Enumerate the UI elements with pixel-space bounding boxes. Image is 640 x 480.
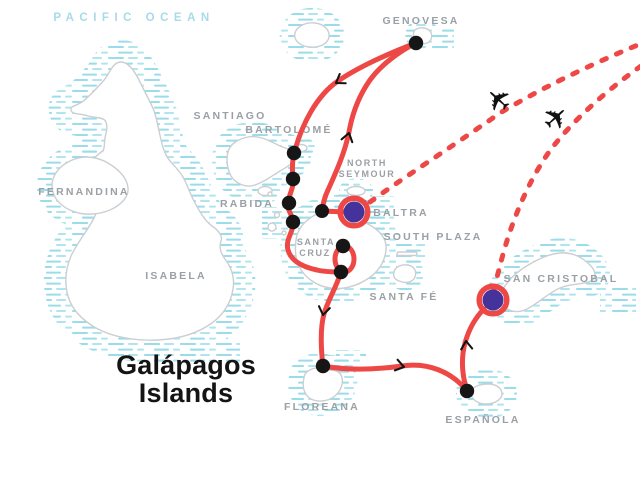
islet — [267, 222, 277, 232]
island-shape-espanola — [470, 383, 503, 405]
island-label-south-plaza: SOUTH PLAZA — [384, 231, 483, 243]
island-label-san-cristobal: SAN CRISTOBAL — [504, 273, 619, 285]
arrow-to-espanola — [393, 358, 406, 372]
island-label-santa-cruz-line1: SANTA — [297, 237, 335, 247]
island-label-fernandina: FERNANDINA — [38, 186, 129, 198]
airport-ring-san-cristobal — [476, 283, 510, 317]
island-label-santa-fe: SANTA FÉ — [370, 290, 439, 303]
stop-dot-rabida — [281, 195, 297, 211]
islet — [273, 211, 281, 219]
island-label-bartolome: BARTOLOMÉ — [245, 123, 332, 136]
airport-marker-baltra — [343, 201, 365, 223]
route-stops — [281, 35, 475, 399]
stop-dot-genovesa — [408, 35, 424, 51]
island-label-genovesa: GENOVESA — [382, 15, 459, 27]
island-label-espanola: ESPAÑOLA — [445, 413, 520, 426]
map-title: Galápagos Islands — [116, 350, 256, 408]
island-label-north-seymour-line1: NORTH — [347, 158, 387, 168]
island-label-rabida: RABIDA — [220, 198, 274, 210]
stop-dot-bartolome — [286, 145, 302, 161]
arrow-to-genovesa — [340, 131, 354, 144]
island-shape-santa-fe — [392, 264, 417, 284]
arrow-to-san-cristobal — [460, 339, 474, 351]
stop-dot-espanola — [459, 383, 475, 399]
plane-icon-departure: ✈ — [535, 96, 578, 139]
airport-marker-san-cristobal — [482, 289, 504, 311]
island-label-baltra: BALTRA — [373, 207, 429, 219]
plane-icons: ✈ ✈ — [477, 78, 578, 139]
plane-icon-arrival: ✈ — [477, 78, 520, 121]
map-title-line1: Galápagos — [116, 350, 256, 380]
island-labels: PACIFIC OCEAN GENOVESA SANTIAGO BARTOLOM… — [38, 12, 619, 426]
stop-dot-santiago — [285, 171, 301, 187]
airport-ring-baltra — [337, 195, 371, 229]
island-label-santa-cruz-line2: CRUZ — [299, 248, 330, 258]
island-label-north-seymour-line2: SEYMOUR — [339, 169, 396, 179]
island-shape-marchena — [293, 22, 330, 48]
islands — [51, 22, 596, 405]
map-title-line2: Islands — [139, 378, 233, 408]
stop-dot-santa-cruz-north — [335, 238, 351, 254]
island-label-isabela: ISABELA — [145, 270, 207, 282]
islet — [267, 191, 273, 197]
island-shape-south-plaza — [396, 251, 418, 257]
airport-markers — [337, 195, 510, 317]
island-label-santiago: SANTIAGO — [193, 110, 266, 122]
island-shape-north-seymour — [346, 185, 366, 197]
route-arrows — [317, 72, 474, 372]
islet — [281, 230, 287, 236]
arrow-to-bartolome — [334, 72, 347, 85]
flight-path-san-cristobal — [491, 63, 640, 293]
stop-dot-santa-cruz-south — [333, 264, 349, 280]
island-label-floreana: FLOREANA — [284, 401, 360, 413]
flight-path-baltra — [367, 41, 640, 205]
stop-dot-chinese-hat — [285, 214, 301, 230]
stop-dot-north-seymour — [315, 204, 329, 218]
arrow-to-floreana — [317, 305, 331, 317]
stop-dot-floreana — [315, 358, 331, 374]
ocean-label: PACIFIC OCEAN — [53, 12, 214, 24]
